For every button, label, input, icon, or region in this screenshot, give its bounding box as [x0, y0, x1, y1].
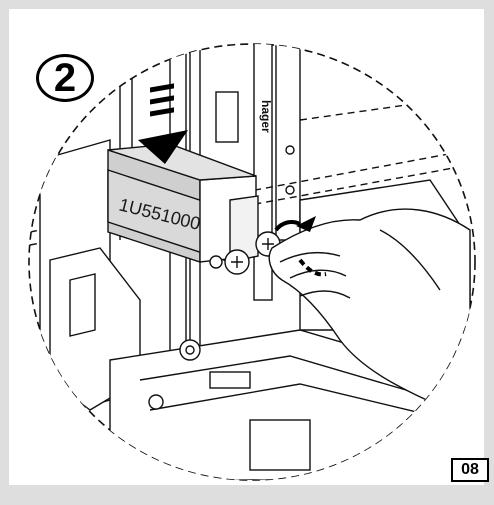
step-number: 2	[53, 56, 77, 100]
terminal-screws	[209, 231, 281, 275]
module-1U551000	[107, 143, 259, 263]
step-number-badge: 2	[36, 54, 94, 102]
down-arrow-icon	[138, 83, 188, 164]
page-number-box: 08	[451, 458, 489, 482]
page-number: 08	[461, 461, 479, 478]
brand-mark: hager	[259, 100, 273, 133]
rotate-arrow-icon	[274, 216, 327, 277]
